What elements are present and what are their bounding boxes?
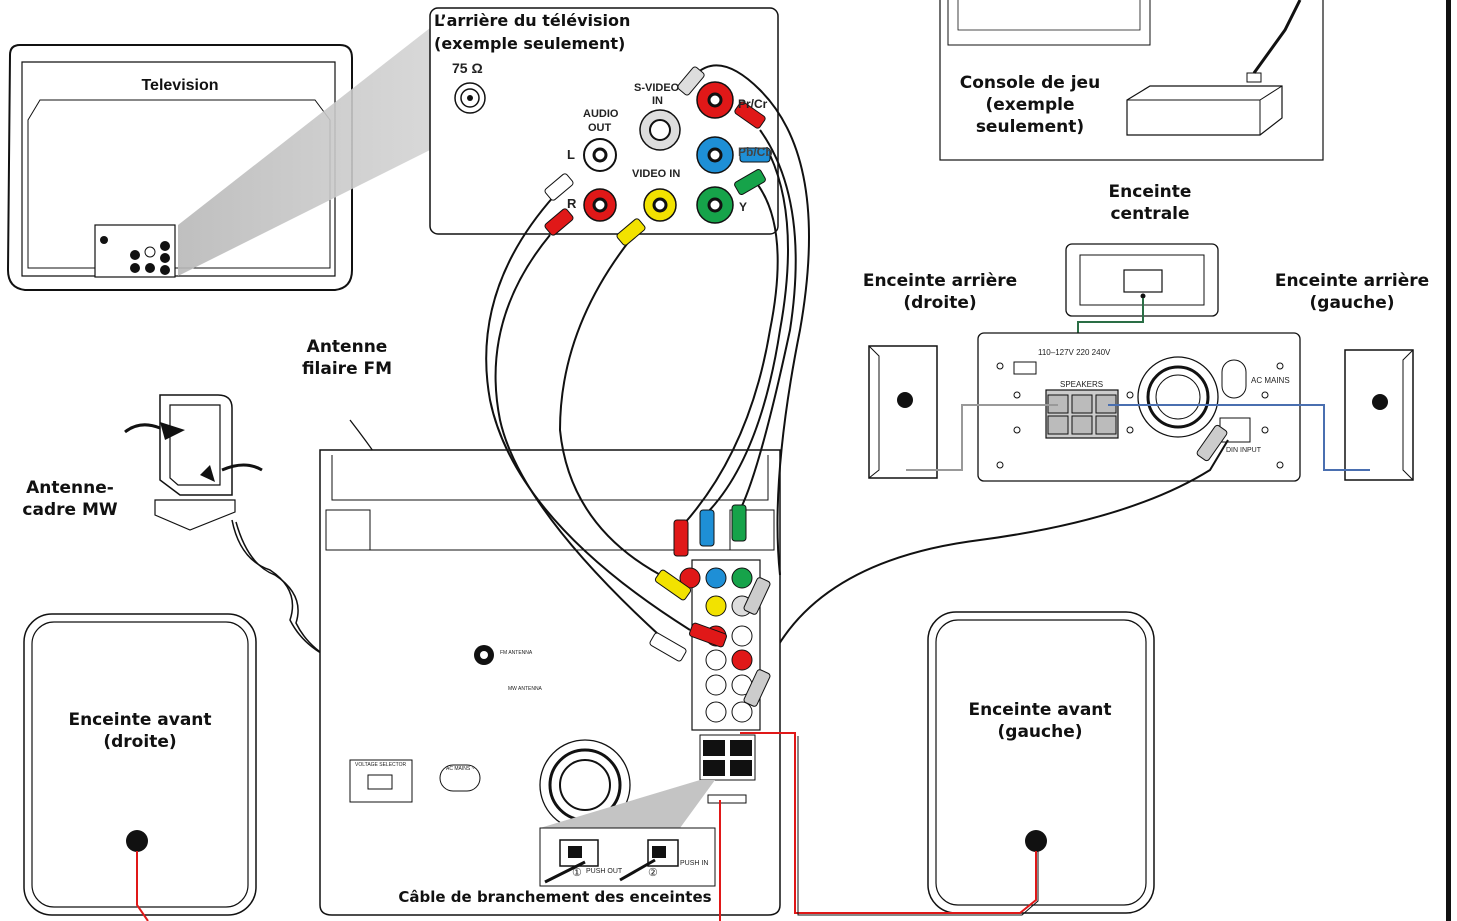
step1-label: ① [572, 867, 582, 879]
speaker-cable-label: Câble de branchement des enceintes [398, 888, 712, 906]
center-speaker-line1: Enceinte [1108, 182, 1192, 202]
fm-antenna-small-label: FM ANTENNA [500, 650, 533, 656]
front-left-label: Enceinte avant (gauche) [950, 699, 1130, 743]
front-right-line2: (droite) [103, 732, 177, 753]
zoom-beam-tv [178, 28, 430, 276]
rear-right-label: Enceinte arrière (droite) [855, 270, 1025, 314]
rear-left-line2: (gauche) [1309, 293, 1395, 314]
rear-left-label: Enceinte arrière (gauche) [1262, 270, 1442, 314]
mw-antenna-line1: Antenne- [26, 478, 114, 498]
audio-out-label-2: OUT [588, 122, 612, 134]
mw-loop-antenna [124, 394, 471, 700]
front-right-label: Enceinte avant (droite) [50, 709, 230, 753]
ac-mains-main-label: AC MAINS ~ [446, 766, 475, 772]
center-speaker [1065, 243, 1219, 395]
pb-cb-label: Pb/Cb [738, 145, 773, 159]
antenna-75-label: 75 Ω [452, 60, 483, 76]
front-left-line1: Enceinte avant [968, 700, 1112, 720]
y-label: Y [739, 200, 748, 214]
rear-right-line2: (droite) [903, 293, 977, 314]
zoom-beam-terminal [540, 780, 715, 828]
svideo-in-label: S-VIDEO [634, 82, 680, 94]
front-speaker-right [23, 613, 257, 921]
page-border-right [1446, 0, 1451, 921]
rear-speaker-right [868, 345, 1058, 479]
push-terminal-callout [539, 827, 716, 887]
tv-back-subtitle: (exemple seulement) [434, 34, 626, 53]
rear-right-line1: Enceinte arrière [862, 271, 1018, 291]
game-console-label: Console de jeu (exemple seulement) [945, 72, 1115, 138]
push-out-label: PUSH OUT [586, 868, 623, 875]
game-console-line2: (exemple [985, 95, 1075, 116]
speakers-panel-label: SPEAKERS [1060, 380, 1104, 389]
rear-left-line1: Enceinte arrière [1274, 271, 1430, 291]
audio-l-label: L [567, 147, 575, 162]
tv-back-title: L’arrière du télévision [434, 11, 631, 30]
video-in-label: VIDEO IN [632, 168, 681, 180]
game-console-line3: seulement) [975, 117, 1085, 138]
mw-antenna-line2: cadre MW [22, 500, 118, 521]
subwoofer-panel [977, 332, 1301, 482]
fm-antenna-line2: filaire FM [301, 359, 393, 380]
svideo-in-label-2: IN [652, 95, 663, 107]
television-label: Television [141, 77, 219, 94]
rear-speaker-left [1108, 349, 1414, 481]
center-speaker-label: Enceinte centrale [1090, 181, 1210, 225]
pr-cr-label: Pr/Cr [738, 97, 768, 111]
av-cables [485, 64, 810, 646]
voltage-label: 110–127V 220 240V [1038, 348, 1111, 357]
mw-antenna-label: Antenne- cadre MW [15, 477, 125, 521]
din-cable [769, 439, 1229, 661]
mw-antenna-small-label: MW ANTENNA [508, 686, 542, 692]
front-left-line2: (gauche) [997, 722, 1083, 743]
push-in-label: PUSH IN [680, 860, 709, 867]
audio-out-label: AUDIO [583, 108, 619, 120]
front-right-line1: Enceinte avant [68, 710, 212, 730]
front-speaker-left [740, 611, 1155, 916]
tv-back-panel [429, 7, 779, 235]
fm-antenna-line1: Antenne [306, 337, 388, 357]
center-speaker-line2: centrale [1110, 204, 1190, 225]
audio-r-label: R [567, 196, 577, 211]
fm-antenna-label: Antenne filaire FM [287, 336, 407, 380]
game-console-box [939, 0, 1324, 161]
game-console-line1: Console de jeu [959, 73, 1101, 93]
step2-label: ② [648, 867, 658, 879]
tv-side-plugs [544, 66, 771, 246]
din-input-label: DIN INPUT [1226, 447, 1261, 454]
unit-side-plugs [649, 424, 1228, 707]
ac-mains-label: AC MAINS [1251, 376, 1290, 385]
voltage-selector-label: VOLTAGE SELECTOR [355, 762, 407, 768]
